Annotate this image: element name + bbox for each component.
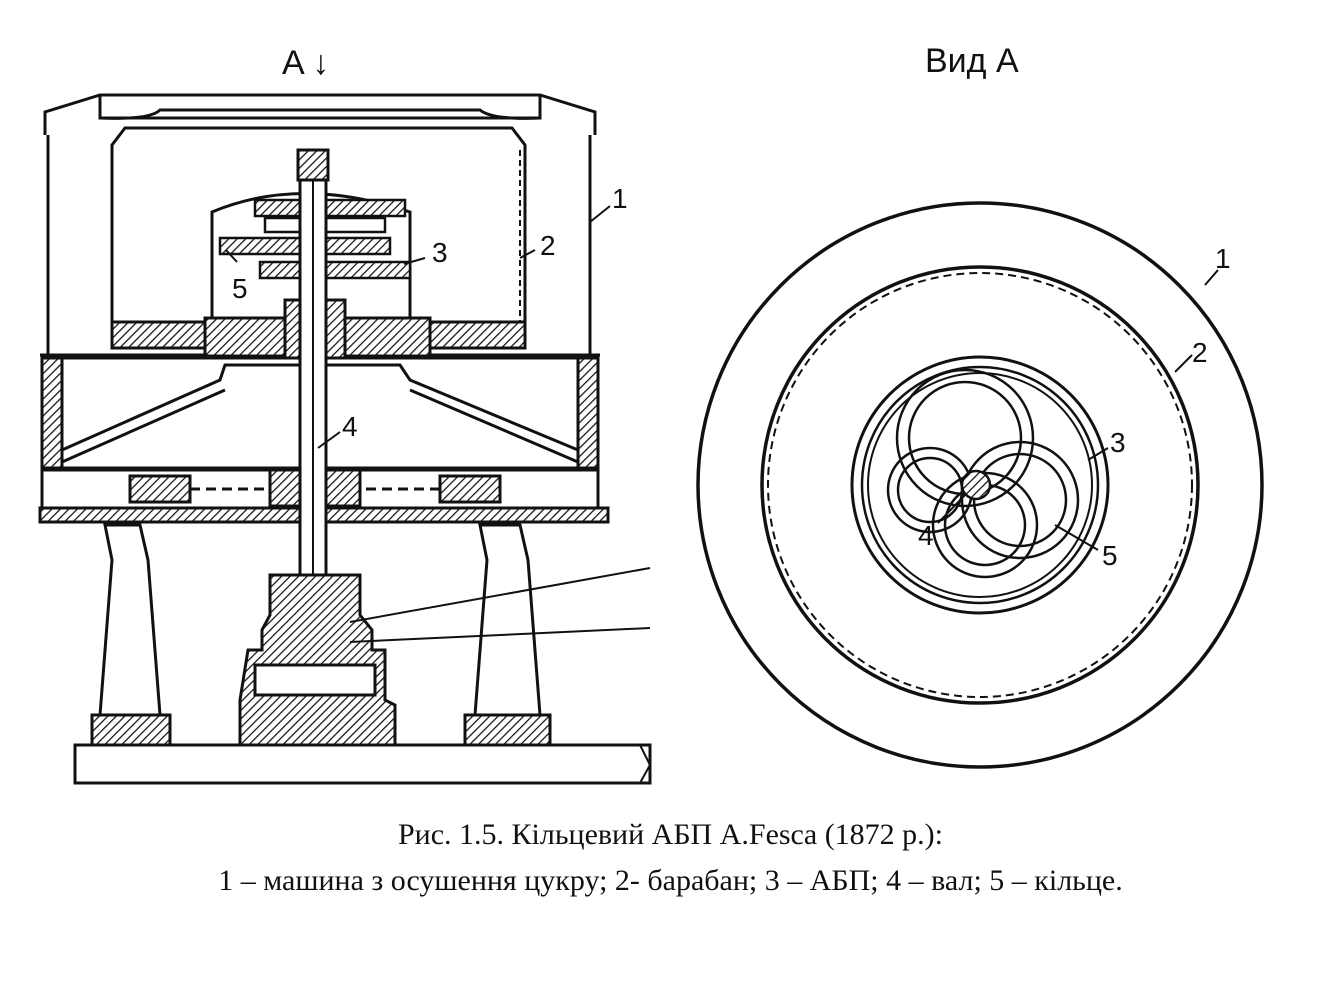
label-3-right: 3 (1110, 427, 1126, 458)
drive-housing (238, 573, 397, 747)
section-view-title: A ↓ (282, 44, 329, 82)
absorber-circle-outer (850, 355, 1110, 615)
left-column (98, 523, 162, 717)
label-2-right: 2 (1192, 337, 1208, 368)
outer-casing (46, 135, 592, 355)
top-cover (43, 93, 597, 135)
label-4-right: 4 (918, 520, 934, 551)
base-plate (73, 743, 652, 785)
label-1-left: 1 (612, 183, 628, 214)
right-column (473, 523, 542, 717)
label-3-left: 3 (432, 237, 448, 268)
casing-circle (696, 201, 1264, 769)
label-2-left: 2 (540, 230, 556, 261)
caption-title: Рис. 1.5. Кільцевий АБП A.Fesca (1872 р.… (397, 818, 944, 851)
top-view-title: Вид А (925, 42, 1019, 80)
label-4-left: 4 (342, 411, 358, 442)
top-view (696, 201, 1264, 769)
label-5-right: 5 (1102, 540, 1118, 571)
shaft-circle (960, 469, 992, 501)
drum-circle (760, 265, 1200, 705)
label-5-left: 5 (232, 273, 248, 304)
label-1-right: 1 (1215, 243, 1231, 274)
caption-legend: 1 – машина з осушення цукру; 2- барабан;… (218, 864, 1123, 897)
section-view (38, 93, 652, 785)
